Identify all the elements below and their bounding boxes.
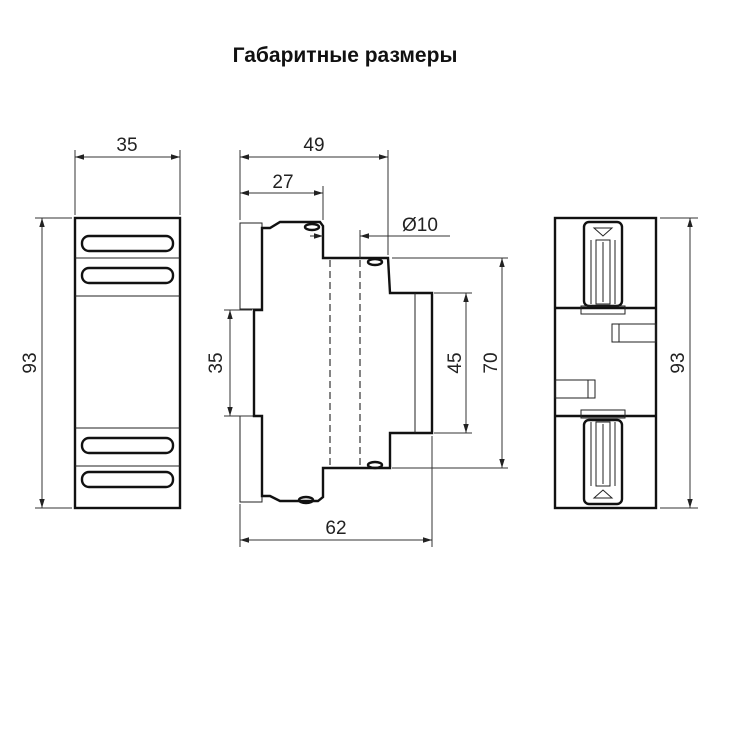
dim-side-depth-total: 49: [303, 135, 324, 156]
drawing-title: Габаритные размеры: [232, 44, 458, 67]
dim-front-height: 93: [20, 352, 41, 373]
din-clip-top: [580, 220, 626, 315]
dim-overall-depth: 62: [325, 518, 346, 539]
dim-side-depth-rail: 27: [272, 172, 293, 193]
dim-front-panel-height: 45: [445, 352, 466, 373]
side-view: 49 27 Ø10 35 45 70 62: [206, 135, 508, 547]
dim-front-width: 35: [116, 135, 137, 156]
dim-rear-height: 93: [668, 352, 689, 373]
dim-hole-diameter: Ø10: [402, 215, 438, 236]
dim-step-height: 70: [481, 352, 502, 373]
rear-view: 93: [553, 216, 698, 510]
front-view: 35 93: [20, 135, 182, 510]
dim-rail-width: 35: [206, 352, 227, 373]
din-clip-bottom: [580, 409, 626, 506]
